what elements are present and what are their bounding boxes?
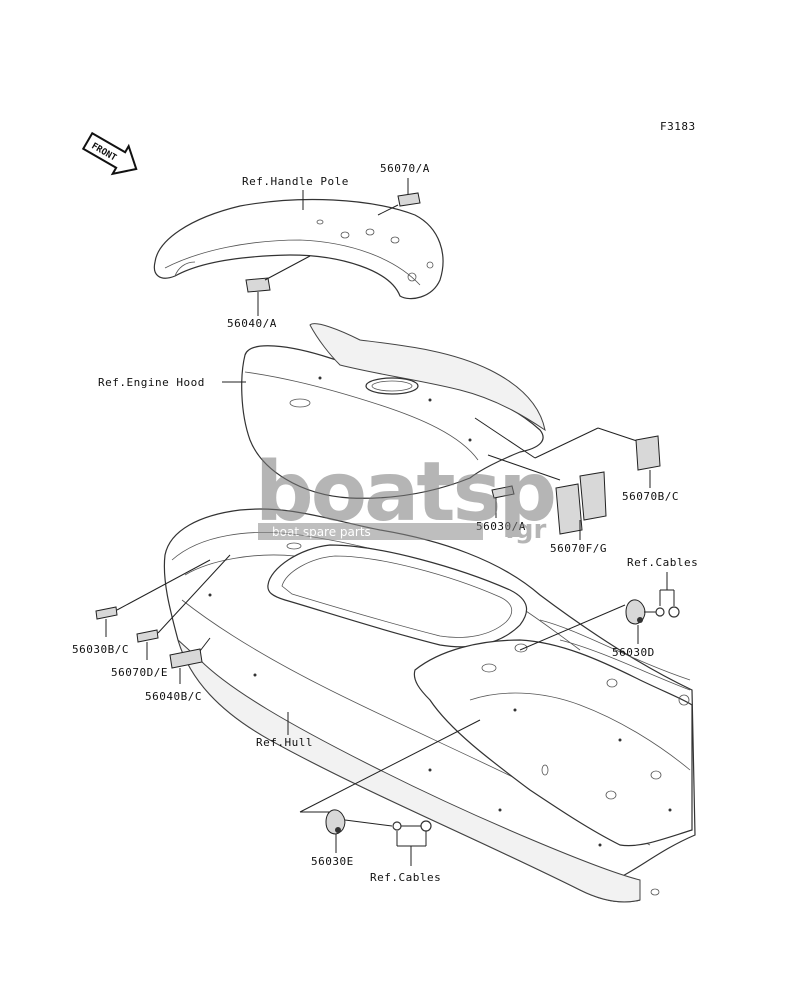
decal-56070de	[136, 629, 159, 643]
label-56040bc: 56040B/C	[145, 690, 202, 703]
label-56030a: 56030/A	[476, 520, 526, 533]
label-56030d: 56030D	[612, 646, 655, 659]
decal-56030a	[491, 485, 515, 499]
front-arrow-icon: FRONT	[81, 131, 138, 176]
label-ref-cables-bottom: Ref.Cables	[370, 871, 441, 884]
label-56070a: 56070/A	[380, 162, 430, 175]
cable-nut-icon	[668, 606, 680, 618]
decal-56040a	[245, 277, 271, 293]
label-56070fg: 56070F/G	[550, 542, 607, 555]
cable-grommet-bottom-icon	[392, 821, 402, 831]
label-ref-hull: Ref.Hull	[256, 736, 313, 749]
watermark-tagline: boat spare parts	[272, 525, 371, 539]
label-ref-engine-hood: Ref.Engine Hood	[98, 376, 205, 389]
cable-nut-bottom-icon	[420, 820, 432, 832]
decal-56070a	[397, 192, 421, 207]
label-56070de: 56070D/E	[111, 666, 168, 679]
watermark: boatsp .gr boat spare parts	[255, 445, 557, 545]
label-ref-handle-pole: Ref.Handle Pole	[242, 175, 349, 188]
label-56070bc: 56070B/C	[622, 490, 679, 503]
decal-56040bc	[169, 648, 203, 669]
cable-grommet-icon	[655, 607, 665, 617]
label-56030e: 56030E	[311, 855, 354, 868]
hull-part	[163, 508, 696, 903]
handle-pole-part	[153, 198, 444, 300]
watermark-suffix: .gr	[505, 515, 546, 545]
decal-56030bc	[95, 606, 118, 620]
label-56040a: 56040/A	[227, 317, 277, 330]
decal-56070f	[555, 483, 583, 535]
label-56030bc: 56030B/C	[72, 643, 129, 656]
figure-code: F3183	[660, 120, 696, 133]
engine-hood-part	[241, 323, 546, 499]
label-ref-cables-top: Ref.Cables	[627, 556, 698, 569]
decal-56070g	[579, 471, 607, 521]
decal-56070bc	[635, 435, 661, 471]
